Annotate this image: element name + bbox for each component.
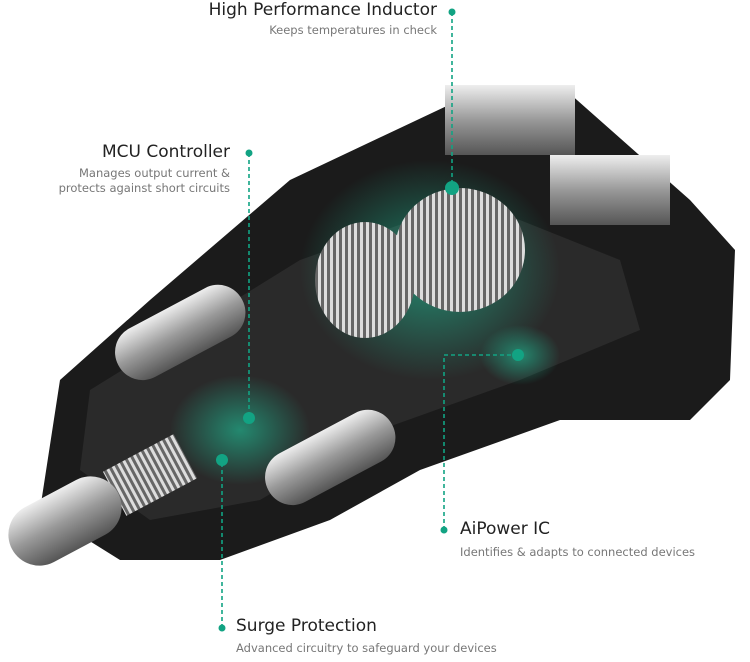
usb-port-2 bbox=[550, 155, 670, 225]
leader-line bbox=[443, 354, 518, 530]
inductor-coil bbox=[315, 222, 415, 338]
spring bbox=[102, 434, 198, 516]
marker-dot bbox=[245, 149, 253, 157]
marker-dot bbox=[445, 181, 459, 195]
callout-title-mcu: MCU Controller bbox=[101, 142, 230, 162]
marker-dot bbox=[512, 349, 524, 361]
marker-dot bbox=[448, 8, 456, 16]
callout-desc-aipower: Identifies & adapts to connected devices bbox=[460, 545, 696, 559]
side-contact bbox=[115, 284, 246, 381]
callout-desc-mcu-2: protects against short circuits bbox=[58, 181, 230, 195]
callout-desc-inductor: Keeps temperatures in check bbox=[269, 23, 437, 37]
callout-title-aipower: AiPower IC bbox=[460, 519, 551, 539]
inductor-coil bbox=[395, 188, 525, 312]
callout-desc-mcu-1: Manages output current & bbox=[78, 166, 230, 180]
marker-dot bbox=[216, 454, 228, 466]
marker-dot bbox=[243, 412, 255, 424]
tip-contact bbox=[8, 476, 122, 566]
side-contact bbox=[265, 409, 396, 506]
callout-title-surge: Surge Protection bbox=[236, 616, 377, 636]
usb-port-1 bbox=[445, 85, 575, 155]
marker-dot bbox=[218, 624, 226, 632]
callout-title-inductor: High Performance Inductor bbox=[208, 0, 437, 20]
marker-dot bbox=[440, 526, 448, 534]
callout-desc-surge: Advanced circuitry to safeguard your dev… bbox=[236, 641, 497, 655]
